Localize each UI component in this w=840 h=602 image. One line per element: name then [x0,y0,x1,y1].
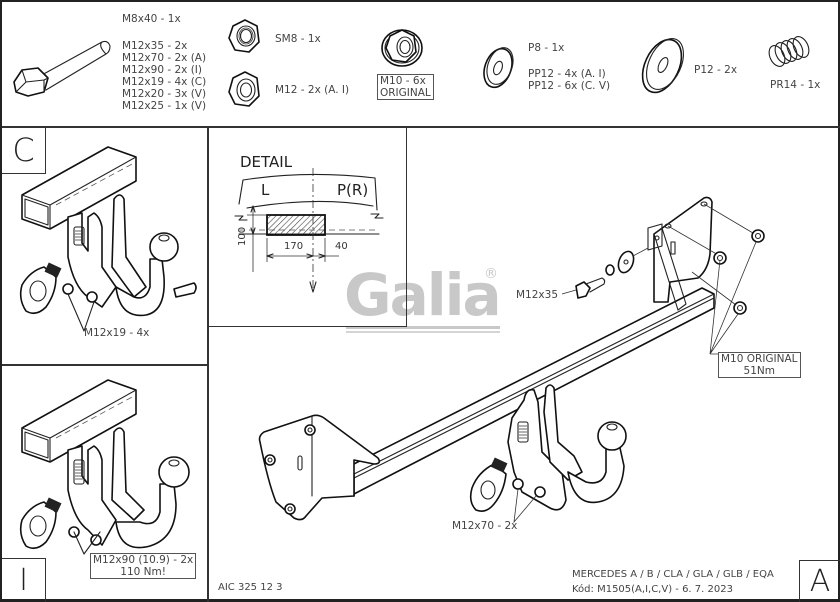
panel-c-letter-box: C [2,126,46,174]
hitch-variant-i-illustration [19,379,190,550]
self-locking-nut-icon [228,19,260,53]
large-washer-label: P12 - 2x [694,64,738,76]
hex-nut-label: M12 - 2x (A. I) [275,84,350,96]
main-m12x70-callout: M12x70 - 2x [452,520,518,532]
detail-box: DETAIL L P(R) [207,126,407,327]
flange-nut-qty: M10 - 6x [380,75,426,87]
spring-washer-label: PR14 - 1x [770,79,821,91]
panel-c-i-divider [2,364,208,366]
panel-c-letter: C [12,131,35,169]
flange-nut-icon [381,29,423,67]
panel-i-bolt-callout: M12x90 (10.9) - 2x 110 Nm! [90,553,197,579]
bolt-size-m12x90: M12x90 - 2x (I) [122,64,202,76]
detail-dim-left: 170 [284,241,304,252]
watermark-underline [346,326,500,329]
vehicle-models: MERCEDES A / B / CLA / GLA / GLB / EQA [572,569,774,580]
panel-a-letter: A [809,564,831,599]
m10-original-label: M10 ORIGINAL [721,353,798,365]
large-washer-icon [641,38,685,94]
galia-watermark: Galia ® [344,264,504,334]
washer-p8-label: P8 - 1x [528,42,565,54]
spring-washer-icon [768,36,810,67]
m10-torque-label: 51Nm [743,365,775,377]
panel-i-torque: 110 Nm! [120,566,166,578]
washer-pp12-cv-label: PP12 - 6x (C. V) [528,80,611,92]
main-m10-original-callout: M10 ORIGINAL 51Nm [718,352,801,378]
bolt-size-m12x25: M12x25 - 1x (V) [122,100,207,112]
galia-logo-text: Galia [344,261,502,329]
document-code: AIC 325 12 3 [218,582,283,593]
hex-nut-icon [228,71,260,107]
washer-pp12-ai-label: PP12 - 4x (A. I) [528,68,606,80]
lock-nut-label: SM8 - 1x [275,33,321,45]
bolt-size-m12x70: M12x70 - 2x (A) [122,52,207,64]
bolt-size-m8x40: M8x40 - 1x [122,13,181,25]
detail-left-label: L [261,181,270,199]
panel-i-bolt-spec: M12x90 (10.9) - 2x [93,554,194,566]
watermark-underline-2 [346,331,500,333]
flange-nut-label: M10 - 6x ORIGINAL [377,74,434,100]
detail-dim-right: 40 [335,241,348,252]
bolt-size-m12x19: M12x19 - 4x (C) [122,76,207,88]
washer-icon [483,47,514,89]
header-divider [2,126,840,128]
detail-title: DETAIL [240,153,293,171]
panel-c-bolt-callout: M12x19 - 4x [84,327,150,339]
registered-mark: ® [484,266,498,282]
panel-i-leader-lines [73,531,101,555]
bolt-size-m12x35: M12x35 - 2x [122,40,188,52]
panel-a-letter-box: A [799,560,840,602]
detail-right-label: P(R) [337,181,369,199]
kit-code-date: Kód: M1505(A,I,C,V) - 6. 7. 2023 [572,584,733,595]
hex-bolt-icon [13,40,111,97]
main-m12x35-callout: M12x35 [516,289,558,301]
flange-nut-original: ORIGINAL [380,87,431,99]
panel-i-letter-box: I [2,558,46,602]
panel-i-letter: I [19,563,28,598]
detail-bumper-cross-section [234,168,384,293]
bolt-size-m12x20: M12x20 - 3x (V) [122,88,207,100]
hitch-variant-c-illustration [19,146,197,332]
